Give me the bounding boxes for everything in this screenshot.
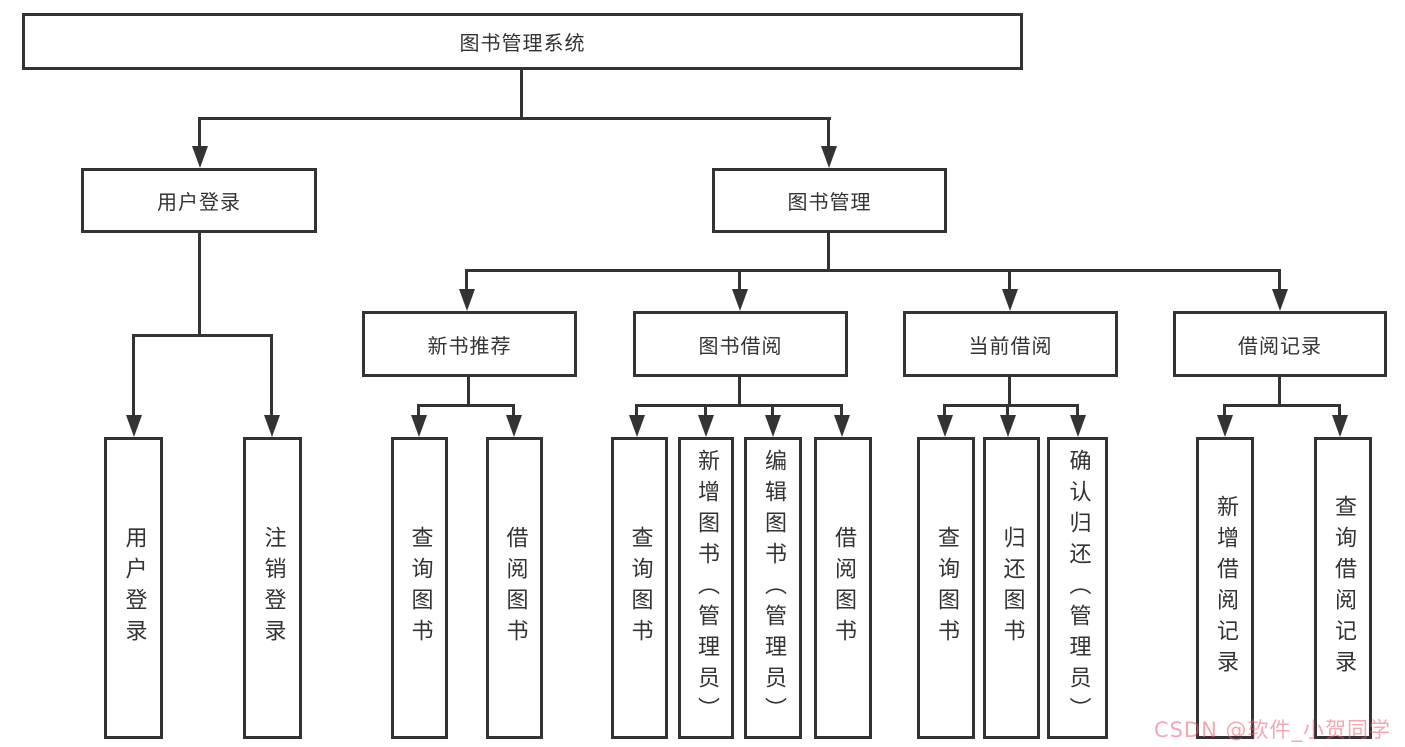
arrow-down-icon [417,405,420,415]
leaf-borrow-books-recommend: 借阅图书 [486,437,543,739]
leaf-borrow-books-recommend-label: 借阅图书 [502,526,528,650]
leaf-return-book: 归还图书 [983,437,1040,739]
node-new-book-recommend-label: 新书推荐 [427,333,512,358]
leaf-edit-book-admin: 编辑图书（管理员） [744,437,802,739]
arrow-down-icon [1338,405,1341,415]
arrow-down-icon [738,270,741,289]
arrow-down-icon [198,118,201,146]
leaf-query-borrow-record-label: 查询借阅记录 [1331,495,1356,681]
connector-book-mgmt-stem [827,233,830,271]
leaf-query-books-borrow-label: 查询图书 [627,526,653,650]
arrow-down-icon [270,335,273,415]
arrow-down-icon [1008,270,1011,289]
connector-user-login-hline [132,334,273,337]
connector-new-book-hline [417,404,515,407]
leaf-user-login-label: 用户登录 [121,526,147,650]
node-library-system-label: 图书管理系统 [459,31,586,55]
node-borrow-records: 借阅记录 [1173,311,1387,377]
connector-user-login-stem [198,233,201,336]
node-current-borrow-label: 当前借阅 [968,333,1053,358]
leaf-query-books-current: 查询图书 [917,437,975,739]
node-book-borrow-label: 图书借阅 [698,333,783,358]
connector-root-hline [198,117,831,120]
leaf-confirm-return-admin: 确认归还（管理员） [1047,437,1108,739]
connector-current-borrow-stem [1008,376,1011,406]
arrow-down-icon [1278,270,1281,289]
arrow-down-icon [635,405,638,415]
connector-root-stem [520,68,523,119]
leaf-query-books-recommend-label: 查询图书 [407,526,433,650]
connector-book-borrow-stem [738,376,741,406]
leaf-add-book-admin: 新增图书（管理员） [678,437,734,739]
connector-book-mgmt-hline [465,269,1281,272]
leaf-return-book-label: 归还图书 [999,526,1025,650]
node-user-login-label: 用户登录 [157,190,241,214]
connector-borrow-records-stem [1278,376,1281,406]
arrow-down-icon [1076,405,1079,415]
leaf-query-books-recommend: 查询图书 [391,437,448,739]
node-book-management-label: 图书管理 [787,190,872,214]
leaf-query-borrow-record: 查询借阅记录 [1314,437,1372,739]
leaf-logout: 注销登录 [243,437,302,739]
csdn-watermark: CSDN @软件_小贺同学 [1153,718,1391,742]
arrow-down-icon [1006,405,1009,415]
arrow-down-icon [132,335,135,415]
leaf-add-borrow-record-label: 新增借阅记录 [1213,495,1238,681]
leaf-confirm-return-admin-label: 确认归还（管理员） [1065,448,1091,728]
leaf-user-login: 用户登录 [104,437,163,739]
arrow-down-icon [465,270,468,289]
arrow-down-icon [840,405,843,415]
node-user-login: 用户登录 [81,168,317,233]
leaf-query-books-borrow: 查询图书 [611,437,668,739]
arrow-down-icon [512,405,515,415]
arrow-down-icon [943,405,946,415]
leaf-add-book-admin-label: 新增图书（管理员） [694,448,719,728]
arrow-down-icon [827,118,830,146]
node-new-book-recommend: 新书推荐 [362,311,577,377]
connector-borrow-records-hline [1223,404,1341,407]
arrow-down-icon [1223,405,1226,415]
leaf-logout-label: 注销登录 [260,526,286,650]
connector-new-book-stem [467,376,470,406]
leaf-borrow-books: 借阅图书 [814,437,872,739]
connector-current-borrow-hline [943,404,1079,407]
arrow-down-icon [704,405,707,415]
leaf-add-borrow-record: 新增借阅记录 [1196,437,1254,739]
node-book-management: 图书管理 [712,168,947,233]
connector-book-borrow-hline [635,404,843,407]
node-borrow-records-label: 借阅记录 [1238,333,1322,358]
arrow-down-icon [771,405,774,415]
leaf-query-books-current-label: 查询图书 [934,526,959,650]
node-book-borrow: 图书借阅 [633,311,848,377]
leaf-edit-book-admin-label: 编辑图书（管理员） [761,448,786,728]
node-current-borrow: 当前借阅 [903,311,1118,377]
leaf-borrow-books-label: 借阅图书 [831,526,856,650]
node-library-system: 图书管理系统 [22,13,1023,70]
